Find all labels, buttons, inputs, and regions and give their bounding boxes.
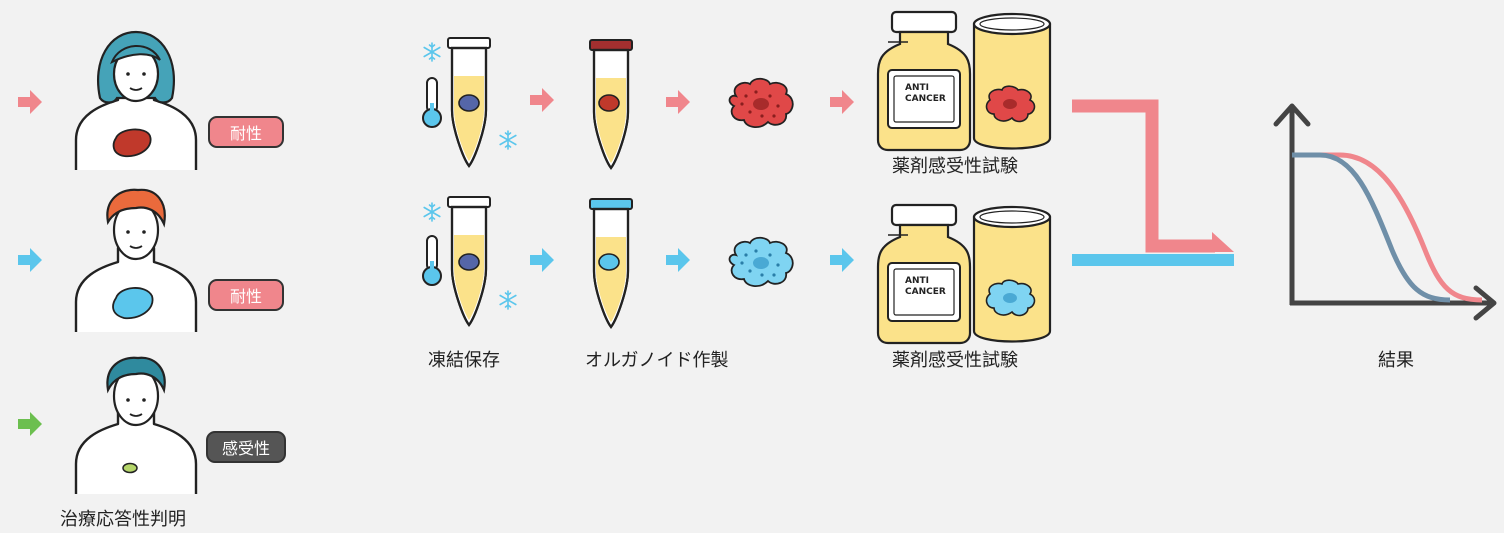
drug-jar-top bbox=[972, 12, 1052, 150]
bottle-label-bottom-line2: CANCER bbox=[905, 287, 946, 297]
result-graph bbox=[1273, 103, 1497, 321]
bottle-label-top-line2: CANCER bbox=[905, 94, 946, 104]
status-badge-patient2: 耐性 bbox=[208, 279, 284, 311]
bottle-label-top-line1: ANTI bbox=[905, 83, 929, 93]
status-badge-patient1: 耐性 bbox=[208, 116, 284, 148]
organoid-tube-top bbox=[589, 39, 633, 170]
bottle-label-bottom-line1: ANTI bbox=[905, 276, 929, 286]
arrow-drug-top bbox=[830, 90, 854, 114]
arrow-patient3 bbox=[18, 412, 42, 436]
drug-jar-bottom bbox=[972, 205, 1052, 343]
drug-bottle-top bbox=[876, 10, 972, 152]
label-drug-test-bottom: 薬剤感受性試験 bbox=[892, 350, 1018, 371]
connector-pink bbox=[1072, 99, 1215, 253]
label-cryopreservation: 凍結保存 bbox=[428, 350, 500, 371]
arrow-patient2 bbox=[18, 248, 42, 272]
patient1-figure bbox=[74, 30, 198, 172]
organoid-cluster-red bbox=[728, 77, 794, 128]
arrow-cryo-top bbox=[530, 88, 554, 112]
status-badge-patient3: 感受性 bbox=[206, 431, 286, 463]
patient3-figure bbox=[74, 356, 198, 496]
label-organoid-production: オルガノイド作製 bbox=[585, 350, 729, 371]
organoid-tube-bottom bbox=[589, 198, 633, 329]
arrow-drug-bottom bbox=[830, 248, 854, 272]
arrow-organoid-top bbox=[666, 90, 690, 114]
label-result: 結果 bbox=[1378, 350, 1414, 371]
label-treatment-response: 治療応答性判明 bbox=[60, 509, 186, 530]
label-drug-test-top: 薬剤感受性試験 bbox=[892, 156, 1018, 177]
organoid-cluster-blue bbox=[728, 236, 794, 287]
cryo-tube-top bbox=[422, 37, 517, 168]
arrow-organoid-bottom bbox=[666, 248, 690, 272]
arrow-patient1 bbox=[18, 90, 42, 114]
drug-bottle-bottom bbox=[876, 203, 972, 345]
cryo-tube-bottom bbox=[422, 196, 517, 327]
arrow-cryo-bottom bbox=[530, 248, 554, 272]
patient2-figure bbox=[74, 188, 198, 334]
connector-blue bbox=[1072, 254, 1234, 266]
